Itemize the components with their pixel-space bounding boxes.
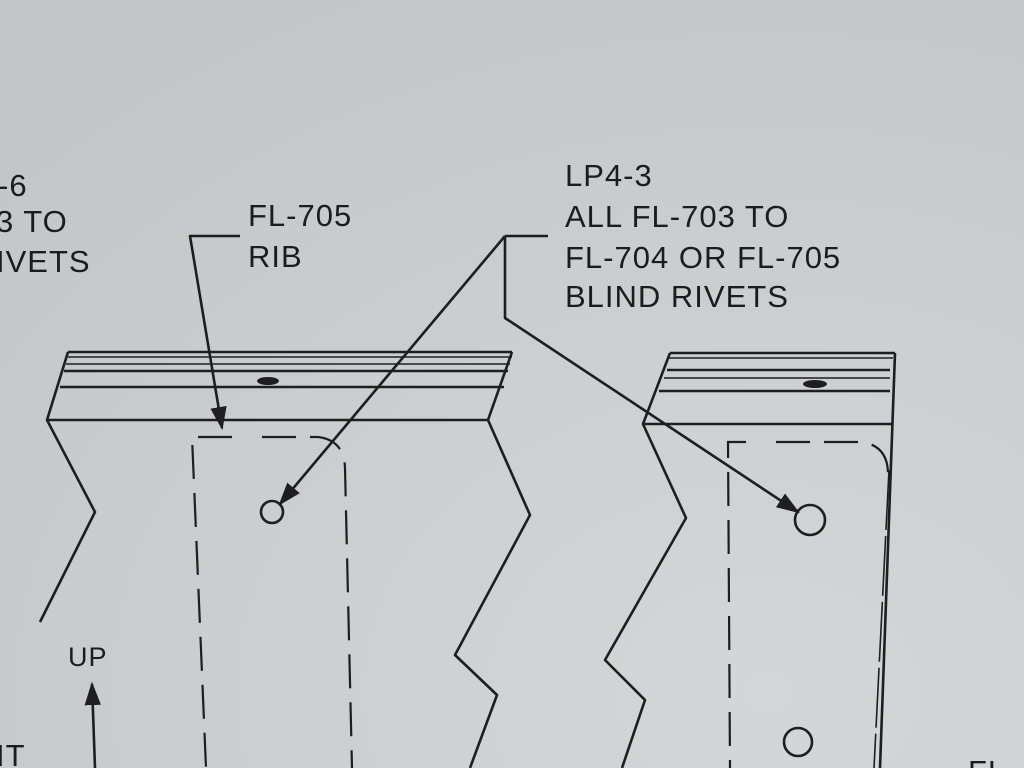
rivet-hole — [259, 499, 285, 525]
up-arrow-icon — [84, 681, 101, 768]
svg-text:-6: -6 — [0, 168, 28, 203]
up-label: UP — [68, 642, 108, 672]
rib-leader — [188, 234, 240, 431]
svg-text:FL-705: FL-705 — [248, 198, 352, 233]
rivet-hole — [782, 726, 814, 758]
svg-text:LP4-3: LP4-3 — [565, 158, 653, 193]
bottom-right-fragment: FL — [968, 754, 1006, 768]
svg-text:RIB: RIB — [248, 239, 303, 274]
rivet-slot — [257, 377, 279, 385]
rivet-note: LP4-3 ALL FL-703 TO FL-704 OR FL-705 BLI… — [565, 158, 841, 314]
rivet-slot — [803, 380, 827, 388]
svg-text:3 TO: 3 TO — [0, 204, 68, 239]
left-part — [38, 350, 532, 768]
svg-text:ALL FL-703 TO: ALL FL-703 TO — [565, 199, 789, 234]
rib-label: FL-705 RIB — [248, 198, 352, 274]
rivet-hole — [793, 503, 827, 537]
svg-text:FL-704 OR FL-705: FL-704 OR FL-705 — [565, 240, 841, 275]
left-note: -6 3 TO IVETS — [0, 168, 91, 279]
svg-text:BLIND RIVETS: BLIND RIVETS — [565, 279, 789, 314]
rivet-leaders — [278, 234, 800, 514]
svg-text:IVETS: IVETS — [0, 244, 91, 279]
bottom-left-fragment: IT — [0, 738, 26, 768]
